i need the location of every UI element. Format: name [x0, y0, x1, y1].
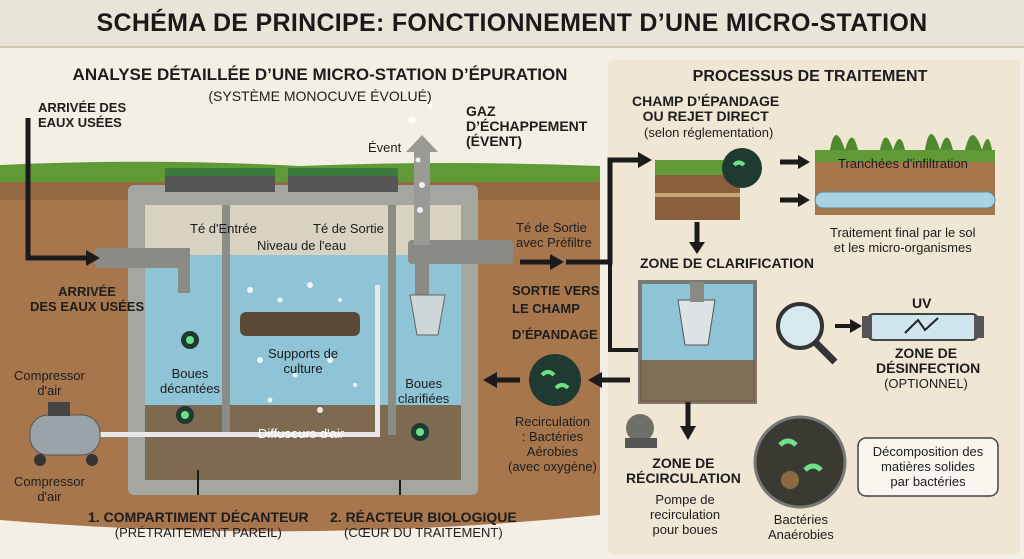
recirculation-bacteria-icon	[529, 354, 581, 406]
sludge-layer	[145, 405, 461, 480]
compressor-icon	[29, 402, 101, 466]
flow-line	[566, 157, 640, 265]
infiltration-trench	[814, 150, 996, 215]
partition-2	[388, 205, 396, 435]
partition-1	[222, 205, 230, 435]
title-bar: SCHÉMA DE PRINCIPE: FONCTIONNEMENT D’UNE…	[0, 0, 1024, 48]
compartment-2-label: 2. RÉACTEUR BIOLOGIQUE (CŒUR DU TRAITEME…	[330, 509, 517, 541]
clarification-tank	[638, 280, 757, 404]
culture-media	[240, 312, 360, 336]
champ-note: (selon réglementation)	[644, 125, 774, 140]
desinfection-label: ZONE DE DÉSINFECTION (OPTIONNEL)	[876, 345, 981, 392]
outlet-pipe	[408, 240, 513, 264]
pump-icon	[625, 414, 657, 448]
plant-icon	[830, 134, 992, 150]
air-bubbles	[247, 102, 433, 413]
soil-block	[655, 160, 740, 220]
left-subheading: (SYSTÈME MONOCUVE ÉVOLUÉ)	[208, 88, 432, 104]
vent-pipe	[414, 150, 430, 245]
compartment-1-label: 1. COMPARTIMENT DÉCANTEUR (PRÉTRAITEMENT…	[88, 509, 309, 541]
vent-label: Évent	[368, 140, 402, 155]
left-heading: ANALYSE DÉTAILLÉE D’UNE MICRO-STATION D’…	[72, 65, 568, 84]
inlet-arrow-icon	[25, 118, 88, 261]
uv-label: UV	[912, 295, 932, 311]
magnifier-icon	[776, 302, 838, 365]
uv-lamp-icon	[862, 313, 984, 341]
te-entree-label: Té d'Entrée	[190, 221, 257, 236]
clarification-label: ZONE DE CLARIFICATION	[640, 255, 814, 271]
bacteria-icon	[176, 331, 429, 441]
te-sortie-label: Té de Sortie	[313, 221, 384, 236]
lid-2	[288, 172, 398, 192]
page-title: SCHÉMA DE PRINCIPE: FONCTIONNEMENT D’UNE…	[96, 8, 928, 37]
prefilter	[409, 294, 446, 336]
water-level-label: Niveau de l'eau	[257, 238, 347, 253]
tranchees-label: Tranchées d'infiltration	[838, 156, 968, 171]
right-heading: PROCESSUS DE TRAITEMENT	[692, 68, 928, 85]
inlet-pipe	[95, 248, 190, 268]
decomposition-box	[857, 437, 999, 497]
lid-1	[165, 172, 275, 192]
anaerobic-bacteria-icon	[753, 415, 847, 509]
champ-bacteria-icon	[722, 148, 762, 188]
diffuseurs-label: Diffuseurs d'air	[258, 426, 345, 441]
air-pipe	[60, 432, 380, 437]
